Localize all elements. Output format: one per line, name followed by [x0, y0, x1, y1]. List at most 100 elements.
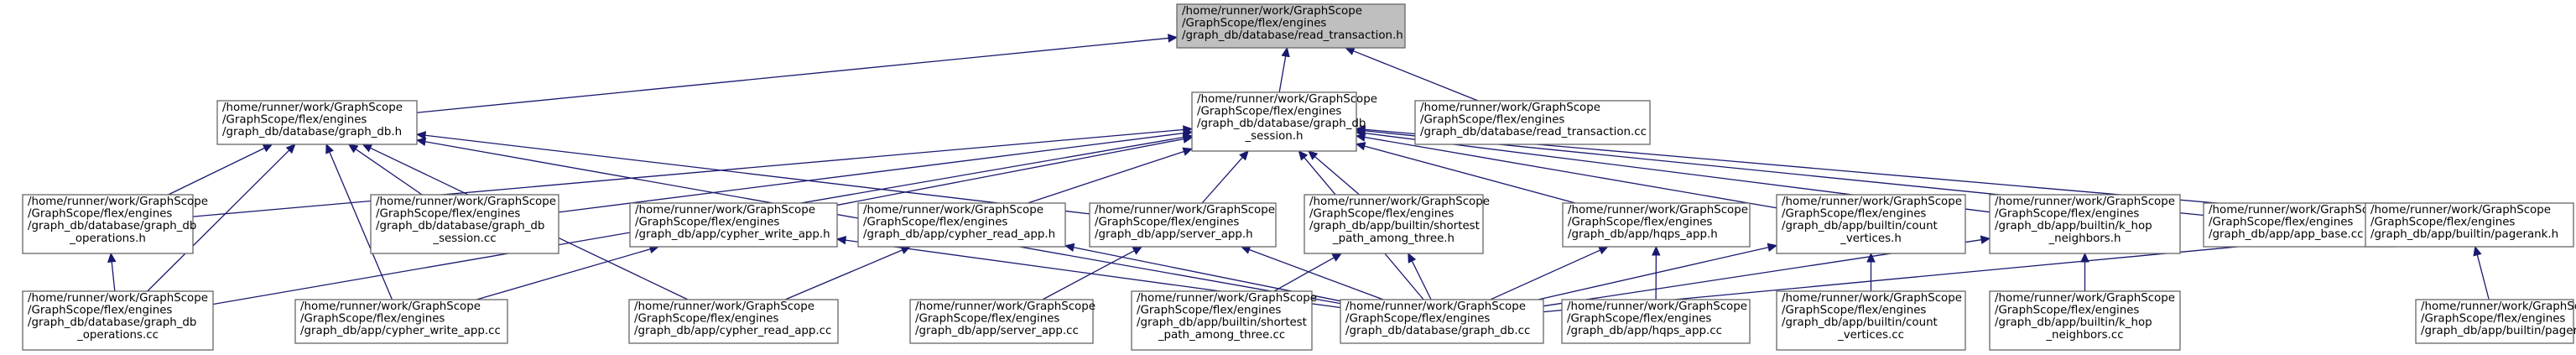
- node-label-line: _neighbors.h: [2048, 232, 2121, 245]
- edge-line: [1249, 248, 1384, 300]
- edge-line: [1273, 257, 1335, 292]
- node-shortest-path-cc[interactable]: /home/runner/work/GraphScope/GraphScope/…: [1131, 290, 1317, 351]
- node-label-line: /home/runner/work/GraphScope: [635, 204, 815, 217]
- node-label-line: /GraphScope/flex/engines: [1995, 305, 2139, 317]
- edge-line: [1201, 157, 1243, 204]
- arrowhead: [1168, 34, 1179, 43]
- node-label-line: /home/runner/work/GraphScope: [1095, 204, 1275, 217]
- node-k-hop-neighbors-cc[interactable]: /home/runner/work/GraphScope/GraphScope/…: [1989, 290, 2181, 351]
- arrowhead: [900, 246, 912, 254]
- node-label-line: /GraphScope/flex/engines: [1567, 313, 1711, 326]
- node-label-line: /home/runner/work/GraphScope: [1345, 300, 1526, 313]
- node-graph-db-session-h[interactable]: /home/runner/work/GraphScope/GraphScope/…: [1191, 91, 1377, 152]
- edge-line: [1411, 260, 1432, 300]
- node-box: [1414, 100, 1651, 145]
- node-label-line: /home/runner/work/GraphScope: [1197, 93, 1377, 106]
- node-label-line: /graph_db/app/hqps_app.cc: [1567, 325, 1722, 337]
- node-label-line: /graph_db/app/server_app.cc: [915, 325, 1079, 337]
- node-label-line: /graph_db/app/cypher_write_app.h: [635, 228, 830, 241]
- node-box: [1191, 91, 1357, 152]
- node-box: [2365, 202, 2574, 248]
- node-label-line: /GraphScope/flex/engines: [1309, 208, 1454, 221]
- node-pagerank-h[interactable]: /home/runner/work/GraphScope/GraphScope/…: [2365, 202, 2574, 248]
- node-box: [294, 299, 508, 344]
- node-label-line: /GraphScope/flex/engines: [222, 114, 367, 127]
- node-label-line: /GraphScope/flex/engines: [1095, 217, 1239, 229]
- node-shortest-path-h[interactable]: /home/runner/work/GraphScope/GraphScope/…: [1304, 194, 1490, 254]
- node-label-line: /home/runner/work/GraphScope: [915, 300, 1095, 313]
- edge-k_hop_neighbors_cc-to-k_hop_neighbors_h: [2080, 252, 2089, 291]
- node-label-line: /GraphScope/flex/engines: [1182, 18, 1326, 30]
- node-label-line: /home/runner/work/GraphScope: [2421, 300, 2576, 313]
- node-label-line: /graph_db/database/read_transaction.cc: [1420, 126, 1647, 138]
- node-label-line: /graph_db/app/cypher_write_app.cc: [300, 325, 501, 337]
- node-count-vertices-cc[interactable]: /home/runner/work/GraphScope/GraphScope/…: [1776, 290, 1966, 351]
- edge-line: [1353, 50, 1479, 102]
- edge-hqps_app_cc-to-hqps_app_h: [1652, 245, 1661, 300]
- node-label-line: /GraphScope/flex/engines: [28, 305, 172, 317]
- node-box: [1089, 202, 1277, 248]
- node-label-line: /GraphScope/flex/engines: [915, 313, 1059, 326]
- node-pagerank-cc[interactable]: /home/runner/work/GraphScope/GraphScope/…: [2415, 299, 2576, 344]
- edge-line: [111, 261, 116, 292]
- node-box: [370, 194, 559, 254]
- node-read-transaction-cc[interactable]: /home/runner/work/GraphScope/GraphScope/…: [1414, 100, 1651, 145]
- node-label-line: /GraphScope/flex/engines: [300, 313, 445, 326]
- node-label-line: _session.h: [1244, 130, 1303, 143]
- edge-count_vertices_cc-to-count_vertices_h: [1866, 252, 1876, 291]
- node-server-app-cc[interactable]: /home/runner/work/GraphScope/GraphScope/…: [909, 299, 1095, 344]
- edge-line: [1042, 250, 1135, 300]
- edge-graph_db_session_cc-to-graph_db_session_h: [558, 128, 1194, 213]
- node-graph-db-session-cc[interactable]: /home/runner/work/GraphScope/GraphScope/…: [370, 194, 559, 254]
- node-label-line: /home/runner/work/GraphScope: [1782, 292, 1962, 305]
- node-label-line: /GraphScope/flex/engines: [1995, 208, 2139, 221]
- node-box: [1304, 194, 1484, 254]
- edge-graph_db_cc-to-count_vertices_h: [1538, 243, 1778, 300]
- arrowhead: [1598, 246, 1609, 255]
- node-count-vertices-h[interactable]: /home/runner/work/GraphScope/GraphScope/…: [1776, 194, 1966, 254]
- edge-line: [1538, 247, 1769, 300]
- node-label-line: /GraphScope/flex/engines: [2421, 313, 2565, 326]
- node-label-line: /graph_db/app/builtin/count: [1782, 220, 1938, 232]
- node-graph-db-h[interactable]: /home/runner/work/GraphScope/GraphScope/…: [216, 100, 418, 145]
- arrowhead: [1767, 243, 1778, 252]
- arrowhead: [1298, 150, 1309, 161]
- node-graph-db-operations-cc[interactable]: /home/runner/work/GraphScope/GraphScope/…: [22, 290, 214, 351]
- arrowhead: [1344, 46, 1356, 55]
- node-label-line: /graph_db/database/graph_db: [1197, 117, 1366, 130]
- edge-shortest_path_h-to-graph_db_session_h: [1307, 150, 1361, 196]
- node-label-line: _vertices.h: [1840, 232, 1902, 245]
- edge-graph_db_cc-to-shortest_path_h: [1408, 252, 1432, 300]
- node-label-line: /home/runner/work/GraphScope: [1567, 300, 1747, 313]
- node-label-line: /GraphScope/flex/engines: [1420, 114, 1564, 127]
- node-label-line: _path_among_three.h: [1332, 232, 1455, 245]
- node-cypher-write-app-cc[interactable]: /home/runner/work/GraphScope/GraphScope/…: [294, 299, 508, 344]
- node-box: [1176, 3, 1406, 49]
- node-graph-db-operations-h[interactable]: /home/runner/work/GraphScope/GraphScope/…: [22, 194, 208, 254]
- edge-line: [1314, 156, 1361, 196]
- node-server-app-h[interactable]: /home/runner/work/GraphScope/GraphScope/…: [1089, 202, 1277, 248]
- node-hqps-app-cc[interactable]: /home/runner/work/GraphScope/GraphScope/…: [1561, 299, 1751, 344]
- edge-graph_db_operations_cc-to-graph_db_operations_h: [107, 252, 117, 292]
- node-label-line: /home/runner/work/GraphScope: [1420, 102, 1600, 114]
- node-label-line: /home/runner/work/GraphScope: [222, 102, 403, 114]
- node-label-line: /graph_db/database/graph_db: [376, 220, 544, 232]
- node-hqps-app-h[interactable]: /home/runner/work/GraphScope/GraphScope/…: [1562, 202, 1751, 248]
- node-cypher-read-app-h[interactable]: /home/runner/work/GraphScope/GraphScope/…: [857, 202, 1066, 248]
- arrowhead: [1408, 252, 1417, 264]
- node-k-hop-neighbors-h[interactable]: /home/runner/work/GraphScope/GraphScope/…: [1989, 194, 2181, 254]
- node-label-line: /graph_db/app/hqps_app.h: [1568, 228, 1718, 241]
- arrowhead: [362, 144, 373, 153]
- node-graph-db-cc[interactable]: /home/runner/work/GraphScope/GraphScope/…: [1340, 299, 1544, 344]
- node-label-line: /home/runner/work/GraphScope: [1568, 204, 1748, 217]
- edge-line: [1364, 136, 1777, 209]
- node-label-line: _operations.h: [69, 232, 146, 245]
- node-cypher-write-app-h[interactable]: /home/runner/work/GraphScope/GraphScope/…: [629, 202, 838, 248]
- node-box: [1340, 299, 1544, 344]
- node-cypher-read-app-cc[interactable]: /home/runner/work/GraphScope/GraphScope/…: [628, 299, 839, 344]
- edge-line: [1278, 55, 1287, 93]
- node-label-line: /GraphScope/flex/engines: [1197, 106, 1341, 118]
- arrowhead: [1652, 245, 1661, 256]
- edge-line: [168, 147, 265, 196]
